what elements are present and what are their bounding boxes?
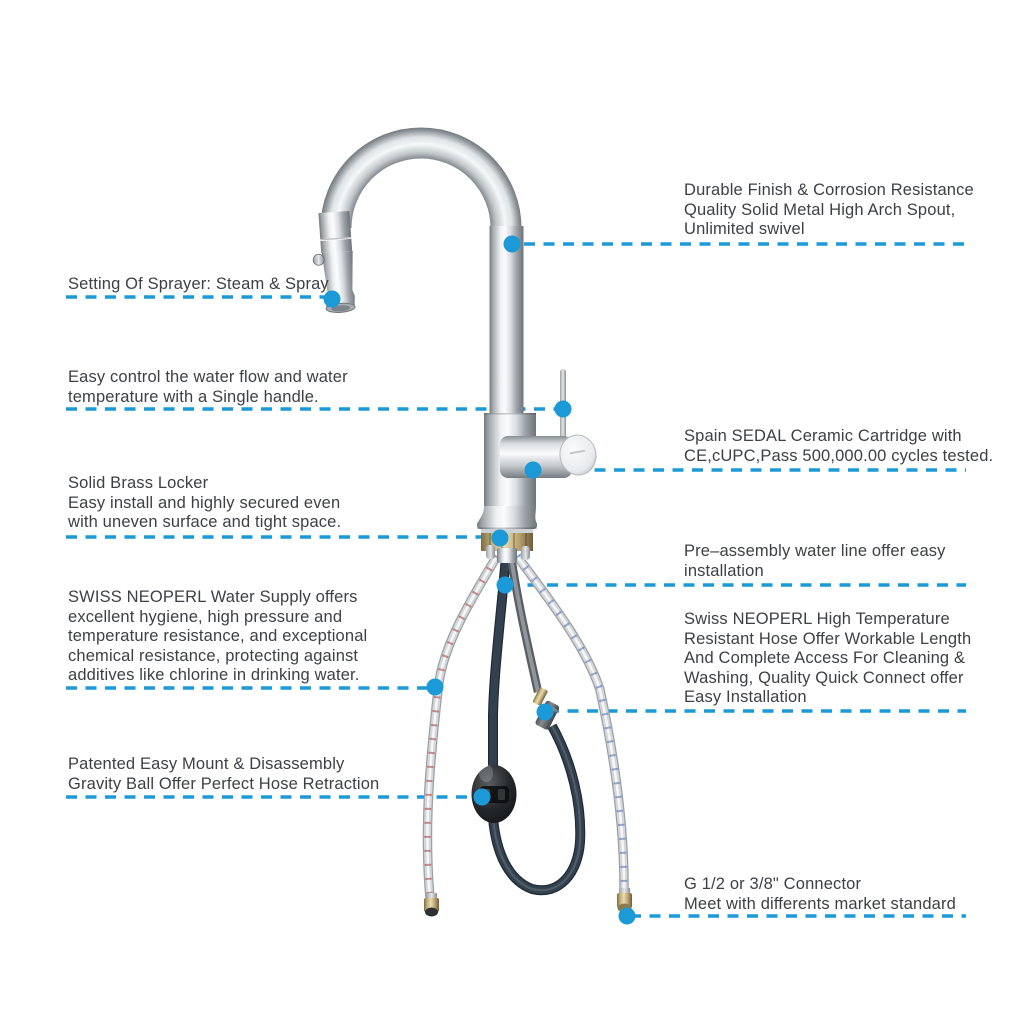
- callout-pre-assembly: Pre–assembly water line offer easy insta…: [684, 542, 946, 580]
- leader-lines: [66, 242, 966, 918]
- callout-cartridge: Spain SEDAL Ceramic Cartridge with CE,cU…: [684, 427, 994, 465]
- supply-hose-right: [513, 553, 632, 913]
- callout-dot-connector: [618, 907, 636, 925]
- hose-adapter: [497, 548, 517, 563]
- hoses: [422, 553, 632, 917]
- callout-dot-spout: [503, 235, 521, 253]
- callout-brass-locker: Solid Brass Locker Easy install and high…: [68, 474, 342, 532]
- faucet-body: [477, 413, 537, 529]
- callout-dot-flow-control: [554, 400, 572, 418]
- outlet-hose: [506, 555, 543, 693]
- mounting-bolt-right: [521, 546, 530, 560]
- faucet-handle: [500, 434, 597, 478]
- supply-hose-left: [422, 553, 502, 917]
- callout-water-supply: SWISS NEOPERL Water Supply offers excell…: [68, 588, 368, 685]
- callout-hose: Swiss NEOPERL High Temperature Resistant…: [684, 610, 972, 707]
- callout-dot-gravity-ball: [473, 788, 491, 806]
- sprayer-button: [312, 253, 325, 266]
- handle-cap-mark: [569, 449, 586, 455]
- callout-connector: G 1/2 or 3/8" Connector Meet with differ…: [684, 875, 956, 913]
- callout-dot-pre-assembly: [496, 576, 514, 594]
- callout-dot-brass-locker: [491, 529, 509, 547]
- mounting-bolt-left: [486, 545, 495, 559]
- callout-dot-cartridge: [524, 461, 542, 479]
- callout-dot-hose: [536, 703, 554, 721]
- callout-sprayer-setting: Setting Of Sprayer: Steam & Spray: [68, 275, 329, 293]
- callout-spout: Durable Finish & Corrosion Resistance Qu…: [684, 181, 974, 239]
- callout-dot-sprayer-setting: [323, 290, 341, 308]
- faucet-right-pipe: [489, 226, 524, 416]
- faucet-spout-arch: [320, 127, 522, 229]
- hose-fitting-left: [424, 893, 439, 917]
- callout-flow-control: Easy control the water flow and water te…: [68, 368, 348, 406]
- faucet: [312, 127, 597, 563]
- sprayer-aerator: [331, 305, 351, 312]
- callout-dots: [323, 235, 636, 925]
- callout-gravity-ball: Patented Easy Mount & Disassembly Gravit…: [68, 755, 380, 793]
- callout-dot-water-supply: [426, 678, 444, 696]
